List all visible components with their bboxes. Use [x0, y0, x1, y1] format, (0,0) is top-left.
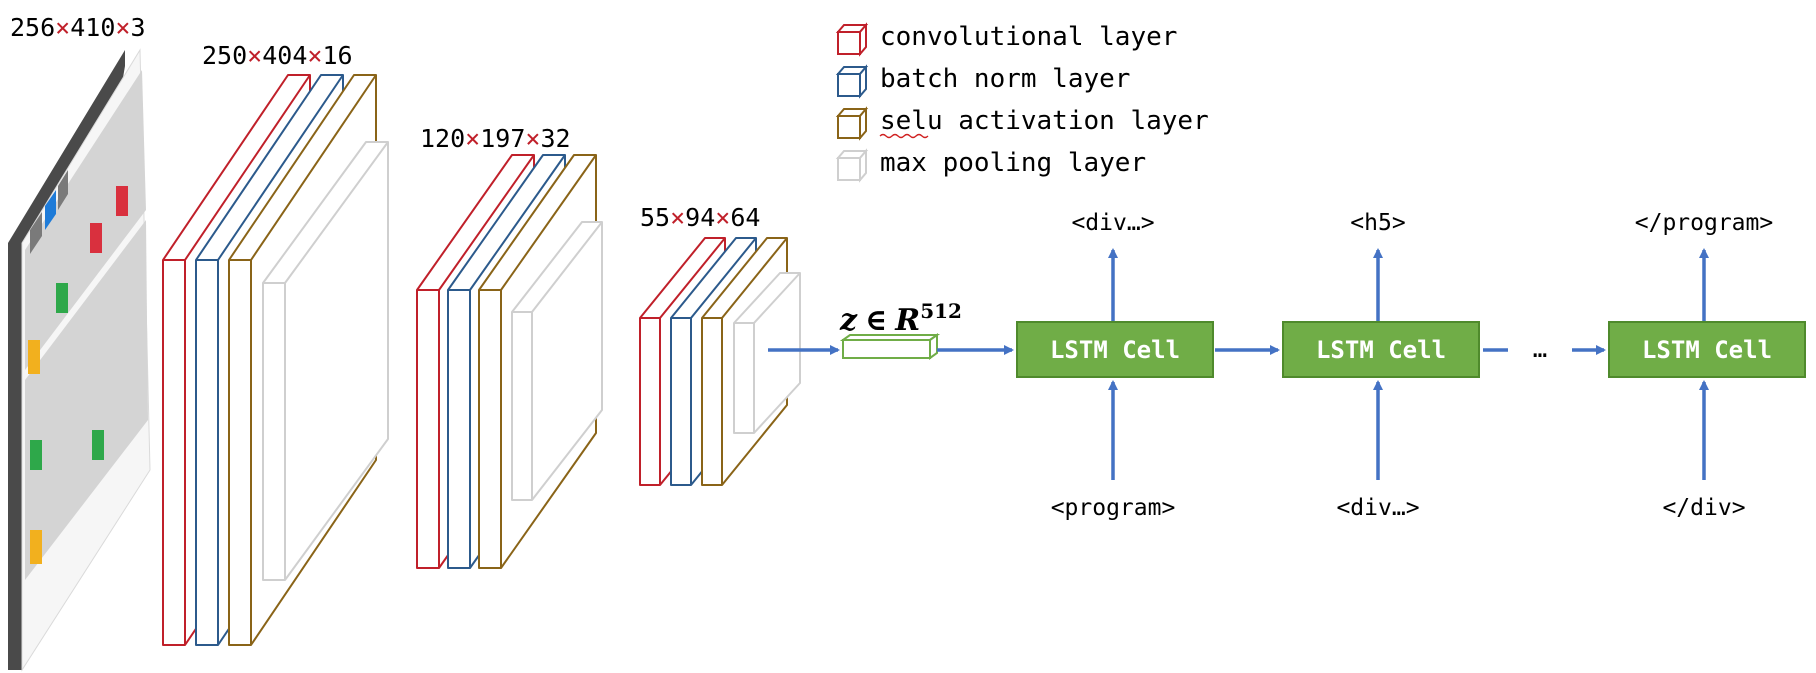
mock-ui-yellow-button — [30, 530, 42, 564]
block1-max-pool-slab — [262, 141, 389, 581]
legend-batch-norm-icon — [835, 64, 869, 99]
block1-batch-norm-slab-edge — [196, 74, 344, 645]
mock-ui-panel — [25, 220, 148, 580]
lstm-cell-label: LSTM Cell — [1050, 336, 1180, 364]
block3-max-pool-slab-edge — [734, 272, 801, 433]
block1-conv-slab-edge — [163, 74, 311, 645]
lstm-cell-box — [1608, 321, 1806, 378]
legend-batch-norm-label: batch norm layer — [880, 64, 1130, 94]
mock-ui-red-button — [90, 223, 102, 253]
lstm2-output-token: <h5> — [1350, 210, 1405, 236]
lstm-cell-box — [1282, 321, 1480, 378]
spellcheck-underline — [879, 133, 929, 139]
latent-vector: z∈R512 — [839, 299, 962, 360]
lstm3-input-token: </div> — [1662, 495, 1745, 521]
block2-selu-slab-edge — [479, 154, 597, 568]
mock-ui-nav-button — [45, 190, 56, 230]
lstm1-output-token: <div…> — [1071, 210, 1154, 236]
legend-selu-icon — [835, 106, 869, 141]
mock-ui-green-button — [56, 283, 68, 313]
mock-ui-red-button — [116, 186, 128, 216]
input-dimension-label: 256×410×3 — [10, 13, 146, 42]
lstm-cell: LSTM Cell — [1282, 321, 1480, 378]
lstm-cell: LSTM Cell — [1016, 321, 1214, 378]
block3-batch-norm-slab-edge — [671, 237, 757, 485]
legend-max-pool-label: max pooling layer — [880, 148, 1146, 178]
lstm-cell-box — [1016, 321, 1214, 378]
lstm2-input-token: <div…> — [1336, 495, 1419, 521]
lstm-cell-label: LSTM Cell — [1642, 336, 1772, 364]
mock-ui-green-button — [30, 440, 42, 470]
cnn-feature-map-stack — [162, 74, 801, 646]
block1-max-pool-slab-outline — [262, 141, 389, 581]
legend: convolutional layer batch norm layer sel… — [835, 22, 1209, 183]
block2-max-pool-slab-edge — [512, 221, 603, 500]
block1-dimension-label: 250×404×16 — [202, 41, 353, 70]
latent-vector-front — [842, 339, 931, 359]
lstm-cell-label: LSTM Cell — [1316, 336, 1446, 364]
flow-arrows — [768, 248, 1709, 480]
latent-vector-side — [929, 333, 938, 360]
lstm1-input-token: <program> — [1051, 495, 1176, 521]
mock-ui-nav-button — [58, 170, 68, 210]
block2-dimension-label: 120×197×32 — [420, 124, 571, 153]
lstm-cell: LSTM Cell — [1608, 321, 1806, 378]
block2-conv-slab-edge — [417, 154, 535, 568]
block3-dimension-label: 55×94×64 — [640, 203, 760, 232]
legend-selu-label: selu activation layer — [880, 106, 1209, 136]
mock-ui-nav-button — [30, 212, 42, 254]
block2-batch-norm-slab-edge — [448, 154, 566, 568]
block3-conv-slab-edge — [640, 237, 726, 485]
legend-conv-icon — [835, 22, 869, 57]
lstm3-output-token: </program> — [1635, 210, 1773, 236]
block3-selu-slab-edge — [702, 237, 788, 485]
input-screenshot-image — [8, 48, 151, 672]
block1-max-pool-slab-edge — [263, 141, 389, 580]
sequence-ellipsis: … — [1533, 335, 1547, 363]
legend-conv-label: convolutional layer — [880, 22, 1177, 52]
block3-max-pool-slab — [733, 272, 801, 434]
mock-ui-yellow-button — [28, 340, 40, 374]
mock-ui-green-button — [92, 430, 104, 460]
latent-vector-label: z∈R512 — [839, 299, 962, 338]
block2-max-pool-slab-outline — [511, 221, 603, 501]
block2-max-pool-slab — [511, 221, 603, 501]
block1-selu-slab-edge — [229, 74, 377, 645]
block3-max-pool-slab-outline — [733, 272, 801, 434]
legend-max-pool-icon — [835, 148, 869, 183]
mock-ui-panel — [25, 70, 146, 370]
